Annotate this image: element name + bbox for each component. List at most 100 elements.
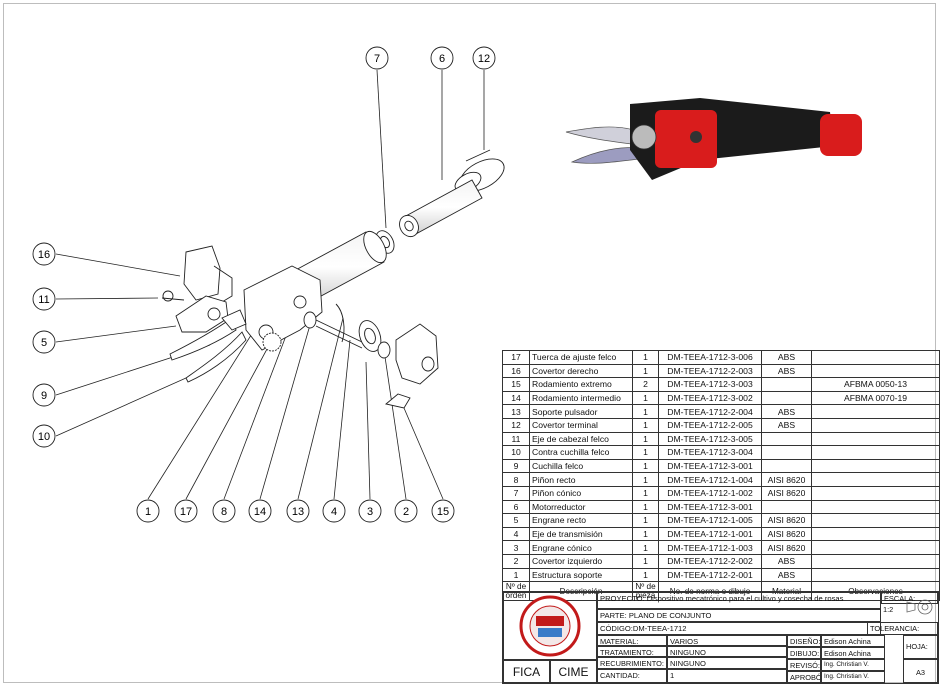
bom-order: 16 <box>502 363 530 379</box>
bom-piece: 1 <box>632 526 659 542</box>
callout-number: 13 <box>292 506 304 518</box>
bom-material: ABS <box>761 363 812 379</box>
treatment-value: NINGUNO <box>667 646 787 657</box>
bom-observations <box>811 458 940 474</box>
callout-17: 17 <box>174 499 198 523</box>
bom-order: 14 <box>502 390 530 406</box>
bom-observations: AFBMA 0050-13 <box>811 377 940 392</box>
callout-3: 3 <box>358 499 382 523</box>
code-cell: CÓDIGO:DM-TEEA-1712 <box>597 622 881 635</box>
bom-order: 11 <box>502 431 530 447</box>
bom-code: DM-TEEA-1712-2-005 <box>658 417 762 433</box>
bom-piece: 1 <box>632 513 659 528</box>
treatment-label: TRATAMIENTO: <box>597 646 667 657</box>
bom-description: Eje de transmisión <box>529 526 633 542</box>
bom-observations <box>811 431 940 447</box>
part-cell: PARTE: PLANO DE CONJUNTO <box>597 609 881 622</box>
bom-code: DM-TEEA-1712-3-006 <box>658 350 762 365</box>
bom-code: DM-TEEA-1712-3-005 <box>658 431 762 447</box>
bom-code: DM-TEEA-1712-2-002 <box>658 553 762 569</box>
callout-circle <box>32 330 56 354</box>
callout-circle <box>431 499 455 523</box>
bom-piece: 1 <box>632 499 659 515</box>
bom-code: DM-TEEA-1712-3-001 <box>658 458 762 474</box>
callout-12: 12 <box>472 46 496 70</box>
bom-observations <box>811 513 940 528</box>
bom-description: Tuerca de ajuste felco <box>529 350 633 365</box>
bom-observations: AFBMA 0070-19 <box>811 390 940 406</box>
bom-material: AISI 8620 <box>761 513 812 528</box>
part-2-left-cover <box>377 323 439 409</box>
sheet-label: HOJA: <box>903 635 938 659</box>
bom-code: DM-TEEA-1712-3-002 <box>658 390 762 406</box>
part-5-9-10-blades <box>169 295 247 383</box>
callout-number: 5 <box>41 337 47 349</box>
callout-10: 10 <box>32 424 56 448</box>
bom-description: Eje de cabezal felco <box>529 431 633 447</box>
bom-order: 15 <box>502 377 530 392</box>
callout-16: 16 <box>32 242 56 266</box>
bom-observations <box>811 540 940 555</box>
bom-code: DM-TEEA-1712-2-003 <box>658 363 762 379</box>
bom-piece: 1 <box>632 445 659 460</box>
bom-piece: 1 <box>632 553 659 569</box>
bom-order: 5 <box>502 513 530 528</box>
faculty-cime: CIME <box>550 660 597 683</box>
bom-material: ABS <box>761 553 812 569</box>
bom-order: 13 <box>502 404 530 419</box>
callout-number: 10 <box>38 431 50 443</box>
bom-description: Covertor derecho <box>529 363 633 379</box>
bom-material <box>761 390 812 406</box>
bom-material: AISI 8620 <box>761 526 812 542</box>
bom-description: Contra cuchilla felco <box>529 445 633 460</box>
callout-circle <box>394 499 418 523</box>
bom-description: Engrane cónico <box>529 540 633 555</box>
bom-material: ABS <box>761 404 812 419</box>
scale-value: 1:2 <box>883 605 894 614</box>
bom-order: 2 <box>502 553 530 569</box>
university-seal-icon <box>519 595 581 657</box>
bom-observations <box>811 567 940 583</box>
bom-piece: 1 <box>632 567 659 583</box>
bom-material <box>761 377 812 392</box>
pruner-render <box>565 98 862 180</box>
callout-circle <box>32 242 56 266</box>
callout-number: 12 <box>478 53 490 65</box>
callout-13: 13 <box>286 499 310 523</box>
callout-4: 4 <box>322 499 346 523</box>
callout-1: 1 <box>136 499 160 523</box>
bom-order: 8 <box>502 472 530 487</box>
projection-symbol-icon <box>906 599 933 615</box>
bom-code: DM-TEEA-1712-1-004 <box>658 472 762 487</box>
callout-circle <box>174 499 198 523</box>
bom-piece: 1 <box>632 390 659 406</box>
bom-material: AISI 8620 <box>761 472 812 487</box>
callout-circle <box>430 46 454 70</box>
bom-observations <box>811 472 940 487</box>
part-shaft-group <box>303 303 382 352</box>
bom-material: ABS <box>761 350 812 365</box>
bom-code: DM-TEEA-1712-2-001 <box>658 567 762 583</box>
coating-label: RECUBRIMIENTO: <box>597 657 667 669</box>
design-label: DISEÑO: <box>787 635 821 647</box>
callout-5: 5 <box>32 330 56 354</box>
bom-code: DM-TEEA-1712-2-004 <box>658 404 762 419</box>
callout-number: 3 <box>367 506 373 518</box>
bom-order: 1 <box>502 567 530 583</box>
callout-circle <box>32 383 56 407</box>
bom-piece: 1 <box>632 363 659 379</box>
bom-piece: 1 <box>632 485 659 501</box>
bom-order: 6 <box>502 499 530 515</box>
bom-observations <box>811 445 940 460</box>
drawing-label: DIBUJO: <box>787 647 821 659</box>
bom-order: 7 <box>502 485 530 501</box>
callout-number: 14 <box>254 506 266 518</box>
bom-description: Covertor izquierdo <box>529 553 633 569</box>
